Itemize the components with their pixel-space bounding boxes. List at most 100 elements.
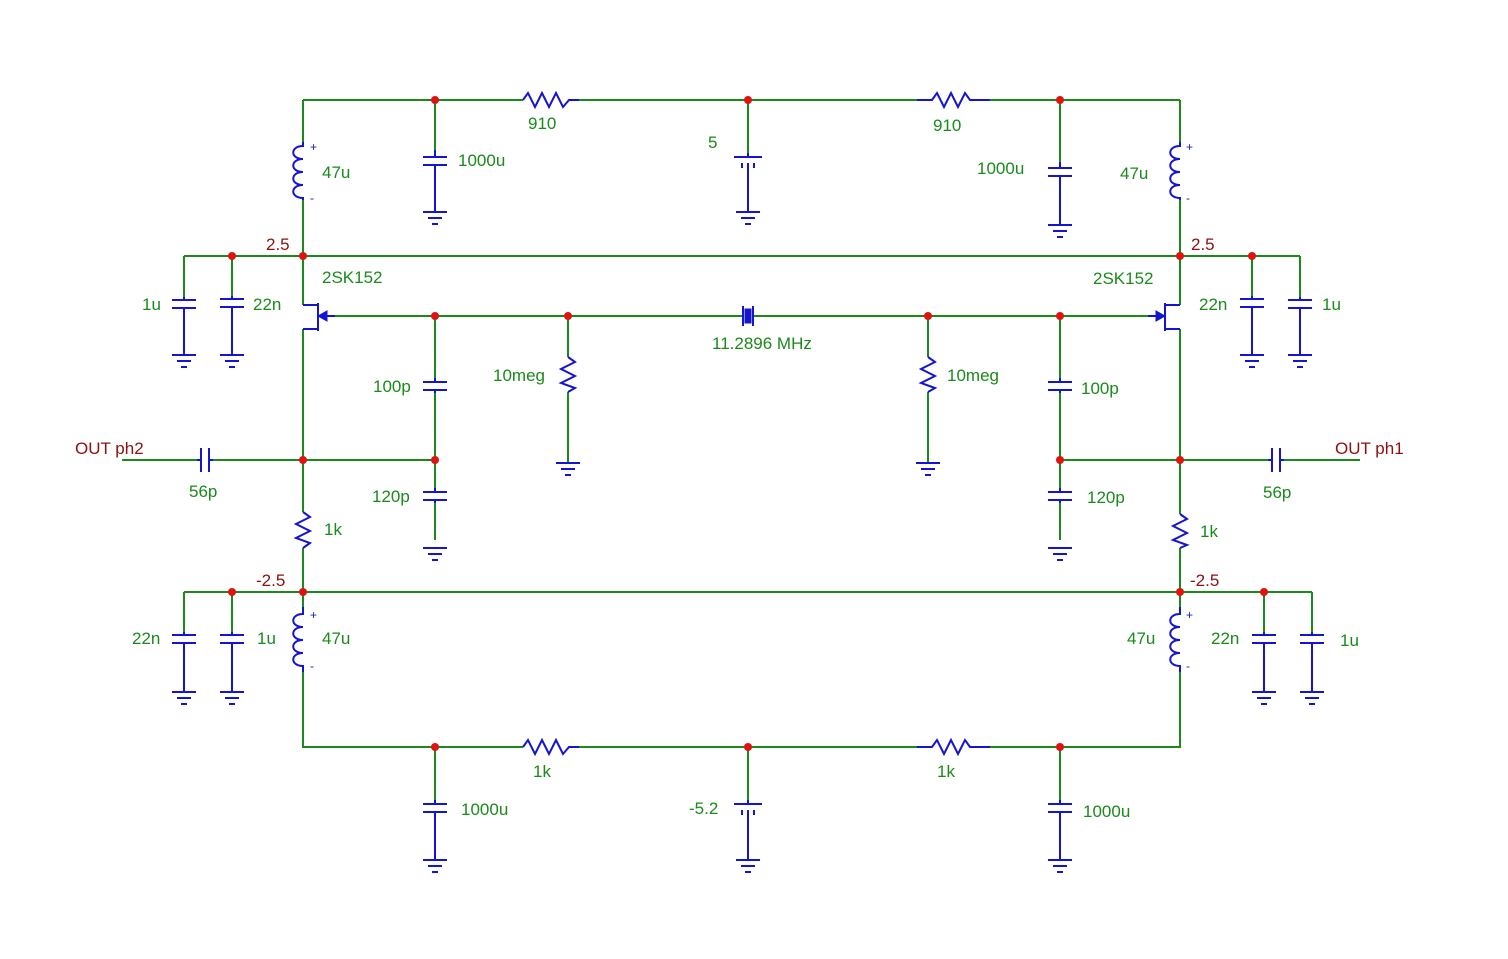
capacitor-fb-right-100p xyxy=(1048,378,1072,393)
battery-negative xyxy=(734,800,762,860)
label-net-pos-left: 2.5 xyxy=(266,235,290,254)
capacitor-dec-tr-22n xyxy=(1240,296,1264,355)
supplies xyxy=(734,153,762,860)
capacitor-fb-left-100p xyxy=(423,378,447,393)
node-dot xyxy=(431,456,439,464)
label-c-dec-tl-22n: 22n xyxy=(253,295,281,314)
minus-mark: - xyxy=(310,659,314,673)
jfet-right xyxy=(1148,303,1180,331)
crystal-symbol xyxy=(742,306,754,326)
node-dot xyxy=(1176,456,1184,464)
ground-symbol xyxy=(172,354,196,368)
label-c-dec-br-1u: 1u xyxy=(1340,631,1359,650)
label-c-dec-br-22n: 22n xyxy=(1211,629,1239,648)
capacitor-fb-right-120p xyxy=(1048,488,1072,503)
inductors xyxy=(292,142,1181,672)
ground-symbol xyxy=(220,691,244,705)
crystal-body xyxy=(744,308,752,324)
resistor-bias-right xyxy=(918,356,938,393)
ground-symbol xyxy=(1288,354,1312,368)
capacitor-dec-br-1u xyxy=(1300,632,1324,692)
label-c-dec-tr-22n: 22n xyxy=(1199,295,1227,314)
label-r-top-left: 910 xyxy=(528,114,556,133)
plus-mark: + xyxy=(310,608,317,622)
label-r-bot-left: 1k xyxy=(533,762,551,781)
resistor-source-left xyxy=(293,511,313,549)
plus-mark: + xyxy=(1186,140,1193,154)
label-c-bot-left-bulk: 1000u xyxy=(461,800,508,819)
ground-symbol xyxy=(736,211,760,225)
label-c-dec-bl-1u: 1u xyxy=(257,629,276,648)
jfet-right-channel xyxy=(1164,303,1180,331)
capacitor-bottom-right-bulk xyxy=(1048,800,1072,860)
node-dot xyxy=(1056,96,1064,104)
plus-mark: + xyxy=(310,140,317,154)
ground-symbol xyxy=(220,354,244,368)
node-dot xyxy=(564,312,572,320)
label-c-dec-tl-1u: 1u xyxy=(142,295,161,314)
resistors xyxy=(293,90,1190,757)
grounds xyxy=(172,211,1324,873)
node-dot xyxy=(299,252,307,260)
node-dot xyxy=(924,312,932,320)
nodes xyxy=(228,96,1268,751)
capacitor-dec-tl-1u xyxy=(172,297,196,355)
node-dot xyxy=(228,252,236,260)
label-out-right: OUT ph1 xyxy=(1335,439,1404,458)
node-dot xyxy=(744,96,752,104)
ground-symbol xyxy=(736,859,760,873)
resistor-top-left xyxy=(522,90,579,110)
node-dot xyxy=(228,588,236,596)
label-net-pos-right: 2.5 xyxy=(1191,235,1215,254)
inductor-bottom-left xyxy=(292,607,304,672)
wires xyxy=(122,99,1360,800)
ground-symbol xyxy=(423,211,447,225)
node-dot xyxy=(1248,252,1256,260)
resistor-bottom-right xyxy=(917,737,990,757)
label-c-top-right-bulk: 1000u xyxy=(977,159,1024,178)
ground-symbol xyxy=(1240,354,1264,368)
minus-mark: - xyxy=(1186,659,1190,673)
capacitor-bottom-left-bulk xyxy=(423,800,447,860)
labels: 910 910 5 1000u 1000u 47u 47u 2.5 2.5 2S… xyxy=(75,114,1404,821)
inductor-bottom-right xyxy=(1169,607,1181,672)
label-l-bot-left: 47u xyxy=(322,629,350,648)
ground-symbol xyxy=(172,691,196,705)
capacitor-fb-left-120p xyxy=(423,488,447,503)
label-net-neg-left: -2.5 xyxy=(256,571,285,590)
capacitor-dec-br-22n xyxy=(1252,632,1276,692)
node-dot xyxy=(1176,588,1184,596)
label-r-src-left: 1k xyxy=(324,520,342,539)
label-r-bias-left: 10meg xyxy=(493,366,545,385)
jfet-left xyxy=(303,303,335,331)
label-c-fb-left-120p: 120p xyxy=(372,487,410,506)
ground-symbol xyxy=(916,462,940,476)
node-dot xyxy=(431,96,439,104)
capacitors xyxy=(172,150,1324,860)
label-l-bot-right: 47u xyxy=(1127,629,1155,648)
wire-gate-line xyxy=(335,315,1148,540)
label-c-fb-right-120p: 120p xyxy=(1087,488,1125,507)
label-q-left: 2SK152 xyxy=(322,268,383,287)
resistor-top-right xyxy=(917,90,990,110)
node-dot xyxy=(431,743,439,751)
capacitor-dec-bl-1u xyxy=(220,632,244,692)
plus-mark: + xyxy=(1186,608,1193,622)
crystal xyxy=(742,306,754,326)
ground-symbol xyxy=(423,859,447,873)
node-dot xyxy=(299,456,307,464)
capacitor-dec-bl-22n xyxy=(172,632,196,692)
capacitor-out-right xyxy=(1268,448,1284,472)
inductor-top-right xyxy=(1169,142,1181,200)
minus-mark: - xyxy=(310,191,314,205)
label-c-dec-tr-1u: 1u xyxy=(1322,295,1341,314)
node-dot xyxy=(1056,312,1064,320)
jfet-left-channel xyxy=(303,303,319,331)
wire-bottom-rail xyxy=(302,672,1181,800)
capacitor-top-left-bulk xyxy=(423,150,447,212)
label-c-fb-right-100p: 100p xyxy=(1081,379,1119,398)
label-c-top-left-bulk: 1000u xyxy=(458,151,505,170)
label-c-bot-right-bulk: 1000u xyxy=(1083,802,1130,821)
capacitor-dec-tr-1u xyxy=(1288,297,1312,355)
minus-mark: - xyxy=(1186,191,1190,205)
